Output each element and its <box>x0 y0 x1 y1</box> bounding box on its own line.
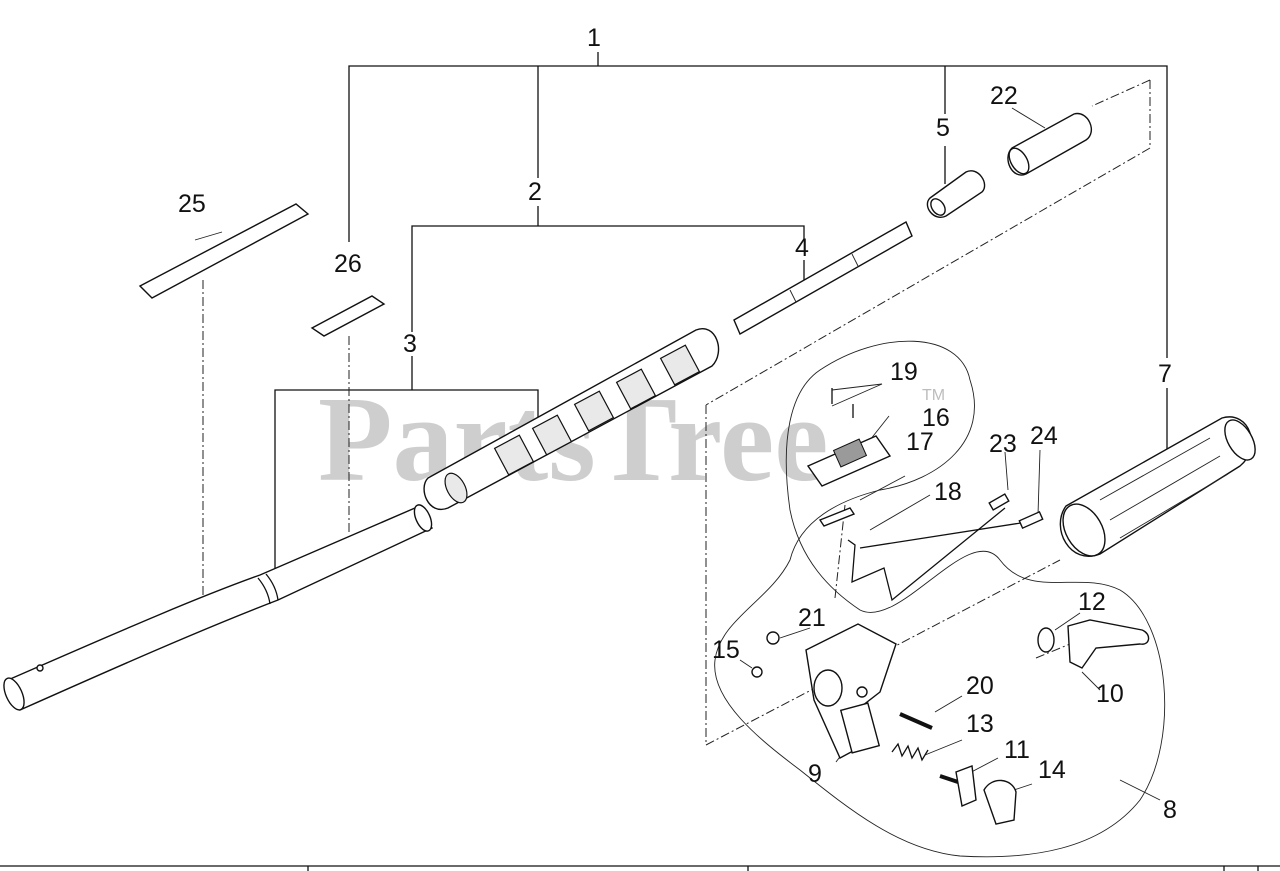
nut-21 <box>766 631 780 645</box>
wire-harness <box>847 507 1006 602</box>
callout-15: 15 <box>712 636 740 664</box>
grip-handle <box>1059 416 1256 557</box>
decal-26 <box>310 295 386 337</box>
callout-10: 10 <box>1096 680 1124 708</box>
callout-14: 14 <box>1038 756 1066 784</box>
screws <box>831 388 854 418</box>
connector-24 <box>1018 510 1044 530</box>
wire-24 <box>859 519 1041 549</box>
callout-21: 21 <box>798 604 826 632</box>
drive-shaft <box>733 221 913 335</box>
callout-3: 3 <box>403 330 417 358</box>
callout-4: 4 <box>795 234 809 262</box>
callout-24: 24 <box>1030 422 1058 450</box>
drive-shaft-assembly <box>423 327 720 511</box>
callout-25: 25 <box>178 190 206 218</box>
watermark-trademark: TM <box>922 387 945 404</box>
cover-14 <box>983 779 1017 825</box>
callout-1: 1 <box>587 24 601 52</box>
callout-16: 16 <box>922 404 950 432</box>
callout-9: 9 <box>808 760 822 788</box>
callout-23: 23 <box>989 430 1017 458</box>
connector-23 <box>988 493 1010 511</box>
switch-plate <box>806 435 892 487</box>
callout-2: 2 <box>528 178 542 206</box>
handle-housing <box>805 623 897 759</box>
main-pipe <box>3 504 434 711</box>
callout-18: 18 <box>934 478 962 506</box>
screw-20 <box>899 712 933 730</box>
callout-22: 22 <box>990 82 1018 110</box>
callout-13: 13 <box>966 710 994 738</box>
callout-11: 11 <box>1004 736 1030 764</box>
spring-13 <box>891 742 929 762</box>
callout-17: 17 <box>906 428 934 456</box>
assembly-outline <box>714 340 1166 858</box>
throttle-trigger <box>1037 619 1150 669</box>
coupler <box>926 170 986 218</box>
callout-labels: 1 2 3 4 5 7 8 9 10 11 12 13 14 15 16 17 … <box>178 24 1177 824</box>
callout-26: 26 <box>334 250 362 278</box>
clip-15 <box>751 666 763 678</box>
callout-19: 19 <box>890 358 918 386</box>
sleeve <box>1007 112 1092 176</box>
callout-5: 5 <box>936 114 950 142</box>
callout-20: 20 <box>966 672 994 700</box>
decal-25 <box>138 203 310 299</box>
callout-12: 12 <box>1078 588 1106 616</box>
terminal <box>818 507 856 527</box>
bottom-table <box>0 865 1280 871</box>
callout-7: 7 <box>1158 360 1172 388</box>
callout-8: 8 <box>1163 796 1177 824</box>
lever-11 <box>939 765 977 807</box>
bracket-lines <box>274 52 1168 580</box>
